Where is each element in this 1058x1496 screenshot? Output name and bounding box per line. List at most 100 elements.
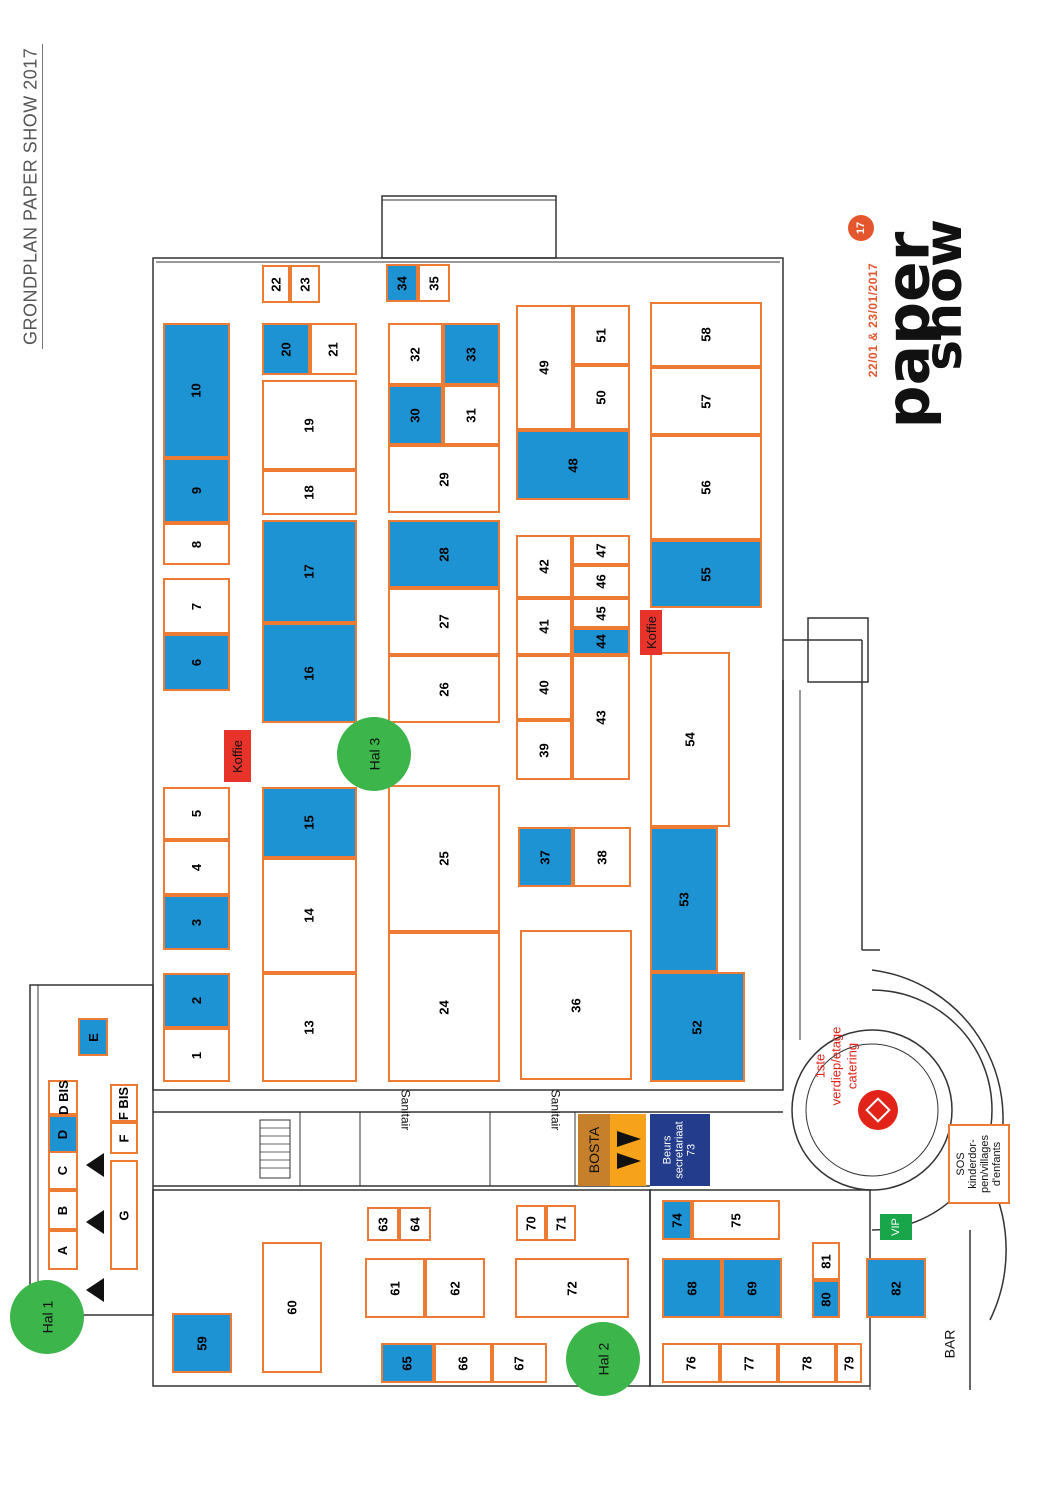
booth-27[interactable]: 27 xyxy=(388,588,500,655)
hall-marker-hal3[interactable]: Hal 3 xyxy=(337,717,411,791)
booth-72[interactable]: 72 xyxy=(515,1258,629,1318)
booth-82[interactable]: 82 xyxy=(866,1258,926,1318)
booth-41[interactable]: 41 xyxy=(516,598,572,655)
booth-d[interactable]: D xyxy=(48,1115,78,1153)
booth-label: B xyxy=(55,1205,71,1215)
booth-46[interactable]: 46 xyxy=(572,565,630,598)
booth-49[interactable]: 49 xyxy=(516,305,573,430)
booth-39[interactable]: 39 xyxy=(516,720,572,780)
booth-63[interactable]: 63 xyxy=(367,1207,399,1241)
booth-56[interactable]: 56 xyxy=(650,435,762,540)
booth-61[interactable]: 61 xyxy=(365,1258,425,1318)
beurs-secretariaat: Beurs secretariaat 73 xyxy=(650,1114,710,1186)
booth-68[interactable]: 68 xyxy=(662,1258,722,1318)
booth-34[interactable]: 34 xyxy=(386,264,418,302)
booth-81[interactable]: 81 xyxy=(812,1242,840,1280)
booth-65[interactable]: 65 xyxy=(381,1343,434,1383)
booth-label: 57 xyxy=(698,393,714,409)
booth-16[interactable]: 16 xyxy=(262,623,357,723)
booth-76[interactable]: 76 xyxy=(662,1343,720,1383)
booth-36[interactable]: 36 xyxy=(520,930,632,1080)
booth-7[interactable]: 7 xyxy=(163,578,230,634)
booth-label: 51 xyxy=(594,327,609,343)
booth-13[interactable]: 13 xyxy=(262,973,357,1082)
hall-marker-hal1[interactable]: Hal 1 xyxy=(10,1280,84,1354)
booth-52[interactable]: 52 xyxy=(650,972,745,1082)
booth-14[interactable]: 14 xyxy=(262,858,357,973)
booth-58[interactable]: 58 xyxy=(650,302,762,367)
booth-69[interactable]: 69 xyxy=(722,1258,782,1318)
booth-74[interactable]: 74 xyxy=(662,1200,692,1240)
booth-17[interactable]: 17 xyxy=(262,520,357,623)
booth-24[interactable]: 24 xyxy=(388,932,500,1082)
booth-78[interactable]: 78 xyxy=(778,1343,836,1383)
booth-51[interactable]: 51 xyxy=(573,305,630,365)
booth-f[interactable]: F xyxy=(110,1122,138,1154)
booth-80[interactable]: 80 xyxy=(812,1280,840,1318)
booth-47[interactable]: 47 xyxy=(572,535,630,565)
booth-55[interactable]: 55 xyxy=(650,540,762,608)
booth-67[interactable]: 67 xyxy=(492,1343,547,1383)
booth-9[interactable]: 9 xyxy=(163,458,230,523)
booth-30[interactable]: 30 xyxy=(388,385,443,445)
booth-77[interactable]: 77 xyxy=(720,1343,778,1383)
hall-marker-label: Hal 3 xyxy=(366,737,382,771)
booth-42[interactable]: 42 xyxy=(516,535,572,598)
booth-label: F BIS xyxy=(116,1086,132,1120)
booth-35[interactable]: 35 xyxy=(418,264,450,302)
booth-5[interactable]: 5 xyxy=(163,787,230,840)
booth-15[interactable]: 15 xyxy=(262,787,357,858)
booth-31[interactable]: 31 xyxy=(443,385,500,445)
booth-50[interactable]: 50 xyxy=(573,365,630,430)
booth-23[interactable]: 23 xyxy=(290,265,320,303)
booth-19[interactable]: 19 xyxy=(262,380,357,470)
booth-57[interactable]: 57 xyxy=(650,367,762,435)
booth-79[interactable]: 79 xyxy=(836,1343,862,1383)
booth-f-bis[interactable]: F BIS xyxy=(110,1084,138,1122)
booth-45[interactable]: 45 xyxy=(572,598,630,628)
booth-64[interactable]: 64 xyxy=(399,1207,431,1241)
booth-48[interactable]: 48 xyxy=(516,430,630,500)
hall-marker-hal2[interactable]: Hal 2 xyxy=(566,1322,640,1396)
booth-53[interactable]: 53 xyxy=(650,827,718,972)
booth-3[interactable]: 3 xyxy=(163,895,230,950)
booth-38[interactable]: 38 xyxy=(573,827,631,887)
booth-29[interactable]: 29 xyxy=(388,445,500,513)
booth-10[interactable]: 10 xyxy=(163,323,230,458)
booth-25[interactable]: 25 xyxy=(388,785,500,932)
booth-6[interactable]: 6 xyxy=(163,634,230,691)
booth-label: 33 xyxy=(464,346,479,362)
booth-66[interactable]: 66 xyxy=(434,1343,492,1383)
booth-28[interactable]: 28 xyxy=(388,520,500,588)
booth-44[interactable]: 44 xyxy=(572,628,630,655)
booth-2[interactable]: 2 xyxy=(163,973,230,1028)
booth-59[interactable]: 59 xyxy=(172,1313,232,1373)
booth-54[interactable]: 54 xyxy=(650,652,730,827)
booth-8[interactable]: 8 xyxy=(163,523,230,565)
booth-26[interactable]: 26 xyxy=(388,655,500,723)
booth-d-bis[interactable]: D BIS xyxy=(48,1080,78,1115)
booth-20[interactable]: 20 xyxy=(262,323,310,375)
booth-40[interactable]: 40 xyxy=(516,655,572,720)
booth-71[interactable]: 71 xyxy=(546,1205,576,1241)
booth-g[interactable]: G xyxy=(110,1160,138,1270)
booth-32[interactable]: 32 xyxy=(388,323,443,385)
booth-label: 62 xyxy=(447,1280,463,1296)
booth-18[interactable]: 18 xyxy=(262,470,357,515)
booth-4[interactable]: 4 xyxy=(163,840,230,895)
booth-75[interactable]: 75 xyxy=(692,1200,780,1240)
sanitair-text: Sanitair xyxy=(548,1089,562,1131)
booth-62[interactable]: 62 xyxy=(425,1258,485,1318)
booth-b[interactable]: B xyxy=(48,1190,78,1230)
booth-60[interactable]: 60 xyxy=(262,1242,322,1373)
booth-37[interactable]: 37 xyxy=(518,827,573,887)
booth-c[interactable]: C xyxy=(48,1150,78,1190)
booth-1[interactable]: 1 xyxy=(163,1028,230,1082)
booth-e[interactable]: E xyxy=(78,1018,108,1056)
booth-a[interactable]: A xyxy=(48,1230,78,1270)
booth-22[interactable]: 22 xyxy=(262,265,290,303)
booth-43[interactable]: 43 xyxy=(572,655,630,780)
booth-33[interactable]: 33 xyxy=(443,323,500,385)
booth-21[interactable]: 21 xyxy=(310,323,357,375)
booth-70[interactable]: 70 xyxy=(516,1205,546,1241)
